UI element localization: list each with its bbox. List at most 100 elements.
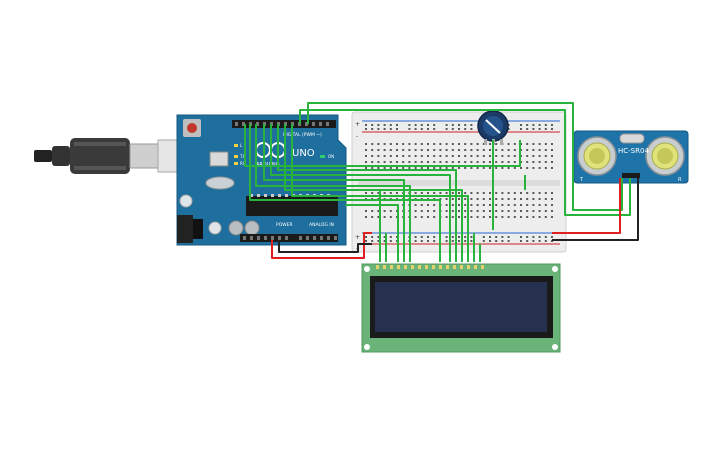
breadboard-hole — [433, 128, 436, 130]
breadboard-hole — [526, 143, 529, 145]
breadboard-hole — [544, 128, 547, 130]
breadboard-hole — [458, 149, 460, 151]
rail-minus-top: - — [356, 133, 358, 140]
breadboard-hole — [445, 216, 448, 218]
breadboard-hole — [402, 161, 405, 163]
breadboard-hole — [389, 161, 392, 163]
breadboard-hole — [445, 167, 448, 169]
breadboard-hole — [482, 192, 485, 194]
breadboard-hole — [389, 192, 392, 194]
breadboard-hole — [501, 240, 504, 242]
breadboard-hole — [507, 167, 510, 169]
breadboard-hole — [402, 149, 405, 151]
breadboard-hole — [507, 149, 510, 151]
breadboard-hole — [507, 192, 510, 194]
breadboard-hole — [532, 192, 535, 194]
lcd-16x2 — [361, 263, 561, 353]
breadboard-hole — [482, 167, 485, 169]
breadboard-hole — [414, 143, 417, 145]
breadboard-hole — [482, 236, 485, 238]
wire-lcd-vo — [345, 204, 399, 262]
breadboard-hole — [551, 167, 553, 169]
breadboard-hole — [532, 240, 535, 242]
breadboard-hole — [451, 198, 454, 200]
breadboard-hole — [433, 143, 436, 145]
breadboard-hole — [470, 167, 473, 169]
breadboard-hole — [489, 161, 491, 163]
breadboard-hole — [538, 128, 541, 130]
breadboard-hole — [433, 124, 436, 126]
breadboard-hole — [470, 128, 473, 130]
breadboard-hole — [544, 149, 547, 151]
breadboard-hole — [507, 198, 510, 200]
breadboard-hole — [383, 192, 386, 194]
breadboard-hole — [445, 124, 448, 126]
breadboard-hole — [396, 167, 398, 169]
breadboard-hole — [489, 210, 491, 212]
breadboard-hole — [495, 143, 498, 145]
breadboard-hole — [408, 143, 411, 145]
breadboard-hole — [464, 210, 467, 212]
breadboard-hole — [501, 204, 504, 206]
breadboard-hole — [495, 198, 498, 200]
breadboard-hole — [551, 216, 553, 218]
potentiometer[interactable] — [477, 110, 509, 145]
breadboard-hole — [433, 161, 436, 163]
breadboard-hole — [538, 124, 541, 126]
breadboard-hole — [532, 210, 535, 212]
breadboard-hole — [532, 161, 535, 163]
breadboard-hole — [551, 149, 553, 151]
breadboard-hole — [396, 161, 398, 163]
breadboard-hole — [520, 192, 522, 194]
breadboard-hole — [445, 128, 448, 130]
breadboard-hole — [464, 204, 467, 206]
breadboard-hole — [513, 204, 516, 206]
breadboard-hole — [408, 161, 411, 163]
breadboard-hole — [458, 128, 460, 130]
led-l-label: L — [240, 143, 243, 148]
breadboard-hole — [365, 149, 367, 151]
breadboard-hole — [427, 149, 429, 151]
breadboard-hole — [526, 124, 529, 126]
lcd-screen — [375, 282, 547, 332]
breadboard-hole — [501, 149, 504, 151]
breadboard-hole — [538, 161, 541, 163]
breadboard-hole — [532, 204, 535, 206]
breadboard-hole — [389, 216, 392, 218]
wire-d11 — [263, 124, 405, 262]
breadboard-hole — [464, 216, 467, 218]
breadboard-hole — [507, 216, 510, 218]
breadboard-hole — [445, 204, 448, 206]
breadboard-hole — [377, 240, 380, 242]
breadboard-hole — [495, 236, 498, 238]
breadboard-hole — [365, 236, 367, 238]
wires — [244, 102, 639, 262]
breadboard-hole — [520, 236, 522, 238]
breadboard-hole — [526, 149, 529, 151]
wire-gnd — [278, 240, 372, 253]
breadboard-hole — [470, 155, 473, 157]
breadboard-hole — [383, 210, 386, 212]
rail-plus-bottom: + — [355, 234, 360, 241]
breadboard-hole — [420, 149, 423, 151]
breadboard-hole — [389, 149, 392, 151]
breadboard-hole — [439, 155, 442, 157]
breadboard-hole — [420, 155, 423, 157]
breadboard-hole — [427, 192, 429, 194]
breadboard-hole — [495, 204, 498, 206]
breadboard-hole — [476, 155, 479, 157]
breadboard-hole — [520, 210, 522, 212]
breadboard-hole — [551, 210, 553, 212]
breadboard-hole — [470, 124, 473, 126]
breadboard-hole — [427, 210, 429, 212]
breadboard-hole — [396, 124, 398, 126]
breadboard-hole — [414, 240, 417, 242]
breadboard-hole — [433, 216, 436, 218]
breadboard-hole — [445, 155, 448, 157]
breadboard-hole — [470, 143, 473, 145]
breadboard-hole — [532, 216, 535, 218]
rail-plus-top: + — [355, 121, 360, 128]
breadboard-hole — [427, 167, 429, 169]
breadboard-hole — [365, 143, 367, 145]
